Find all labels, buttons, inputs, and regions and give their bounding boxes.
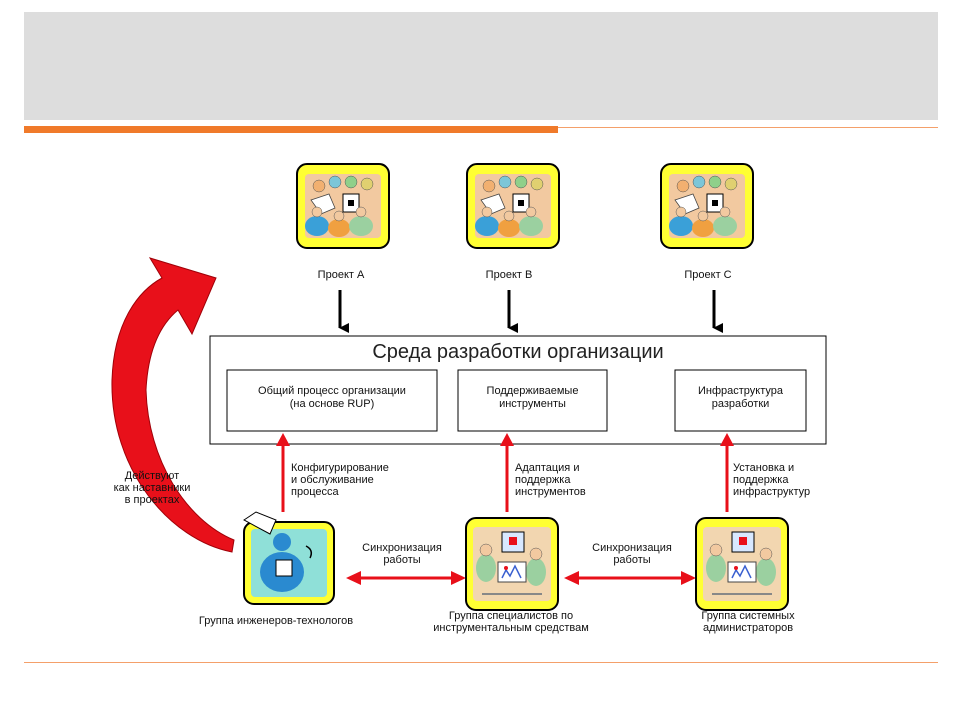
sync-arrows	[346, 571, 696, 585]
project-arrows	[338, 290, 723, 333]
flow-label-process-line1: Конфигурирование	[291, 462, 389, 474]
mentor-label-line2: как наставники	[113, 482, 191, 494]
tools-box: Поддерживаемые инструменты	[458, 385, 607, 411]
flow-label-process-line2: и обслуживание	[291, 474, 374, 486]
bottom-rule	[24, 662, 938, 663]
tool-specialists-icon	[465, 517, 559, 611]
group-label-engineers-line1: Группа инженеров-технологов	[198, 615, 354, 627]
flow-label-tools: Адаптация и поддержка инструментов	[515, 462, 586, 498]
flow-label-process: Конфигурирование и обслуживание процесса	[291, 462, 389, 498]
flow-label-tools-line1: Адаптация и	[515, 462, 580, 474]
flow-label-process-line3: процесса	[291, 486, 339, 498]
process-box-line1: Общий процесс организации	[258, 385, 406, 397]
group-label-engineers: Группа инженеров-технологов	[199, 615, 353, 627]
flow-label-infrastructure: Установка и поддержка инфраструктур	[733, 462, 810, 498]
flow-label-tools-line2: поддержка	[515, 474, 571, 486]
tools-box-line1: Поддерживаемые	[486, 385, 579, 397]
sysadmins-icon	[695, 517, 789, 611]
top-rule	[558, 127, 938, 128]
sync-label-left-line1: Синхронизация	[362, 542, 442, 554]
process-box-line2: (на основе RUP)	[289, 398, 375, 410]
tools-box-line2: инструменты	[499, 398, 566, 410]
mentor-label: Действуют как наставники в проектах	[114, 470, 191, 506]
slide-title-band	[24, 12, 938, 120]
process-engineers-icon	[243, 511, 335, 605]
environment-frame	[209, 335, 827, 445]
infrastructure-box-line2: разработки	[711, 398, 770, 410]
flow-label-infrastructure-line1: Установка и	[733, 462, 795, 474]
group-label-tool-specialists: Группа специалистов по инструментальным …	[433, 610, 589, 634]
mentor-label-line3: в проектах	[124, 494, 180, 506]
project-label-b: Проект В	[485, 269, 533, 281]
mentor-label-line1: Действуют	[124, 470, 180, 482]
flow-label-infrastructure-line3: инфраструктур	[733, 486, 811, 498]
sync-label-right-line1: Синхронизация	[592, 542, 672, 554]
mentor-curved-arrow	[111, 257, 235, 553]
flow-label-tools-line3: инструментов	[515, 486, 586, 498]
project-label-c: Проект С	[684, 269, 732, 281]
sync-label-left-line2: работы	[383, 554, 421, 566]
sync-label-right: Синхронизация работы	[592, 542, 672, 566]
project-team-icon-a	[296, 163, 390, 249]
sync-label-left: Синхронизация работы	[362, 542, 442, 566]
accent-bar	[24, 126, 558, 133]
project-label-a: Проект А	[317, 269, 365, 281]
sync-label-right-line2: работы	[613, 554, 651, 566]
group-label-tool-specialists-line1: Группа специалистов по	[448, 610, 574, 622]
group-label-sysadmins-line2: администраторов	[702, 622, 794, 634]
flow-label-infrastructure-line2: поддержка	[733, 474, 789, 486]
infrastructure-box: Инфраструктура разработки	[675, 385, 806, 411]
project-team-icon-c	[660, 163, 754, 249]
infrastructure-box-line1: Инфраструктура	[697, 385, 783, 397]
support-arrows	[276, 433, 734, 512]
process-box: Общий процесс организации (на основе RUP…	[227, 385, 437, 411]
environment-title: Среда разработки организации	[372, 341, 664, 363]
project-team-icon-b	[466, 163, 560, 249]
group-label-sysadmins-line1: Группа системных	[701, 610, 795, 622]
group-label-sysadmins: Группа системных администраторов	[701, 610, 794, 634]
group-label-tool-specialists-line2: инструментальным средствам	[433, 622, 589, 634]
